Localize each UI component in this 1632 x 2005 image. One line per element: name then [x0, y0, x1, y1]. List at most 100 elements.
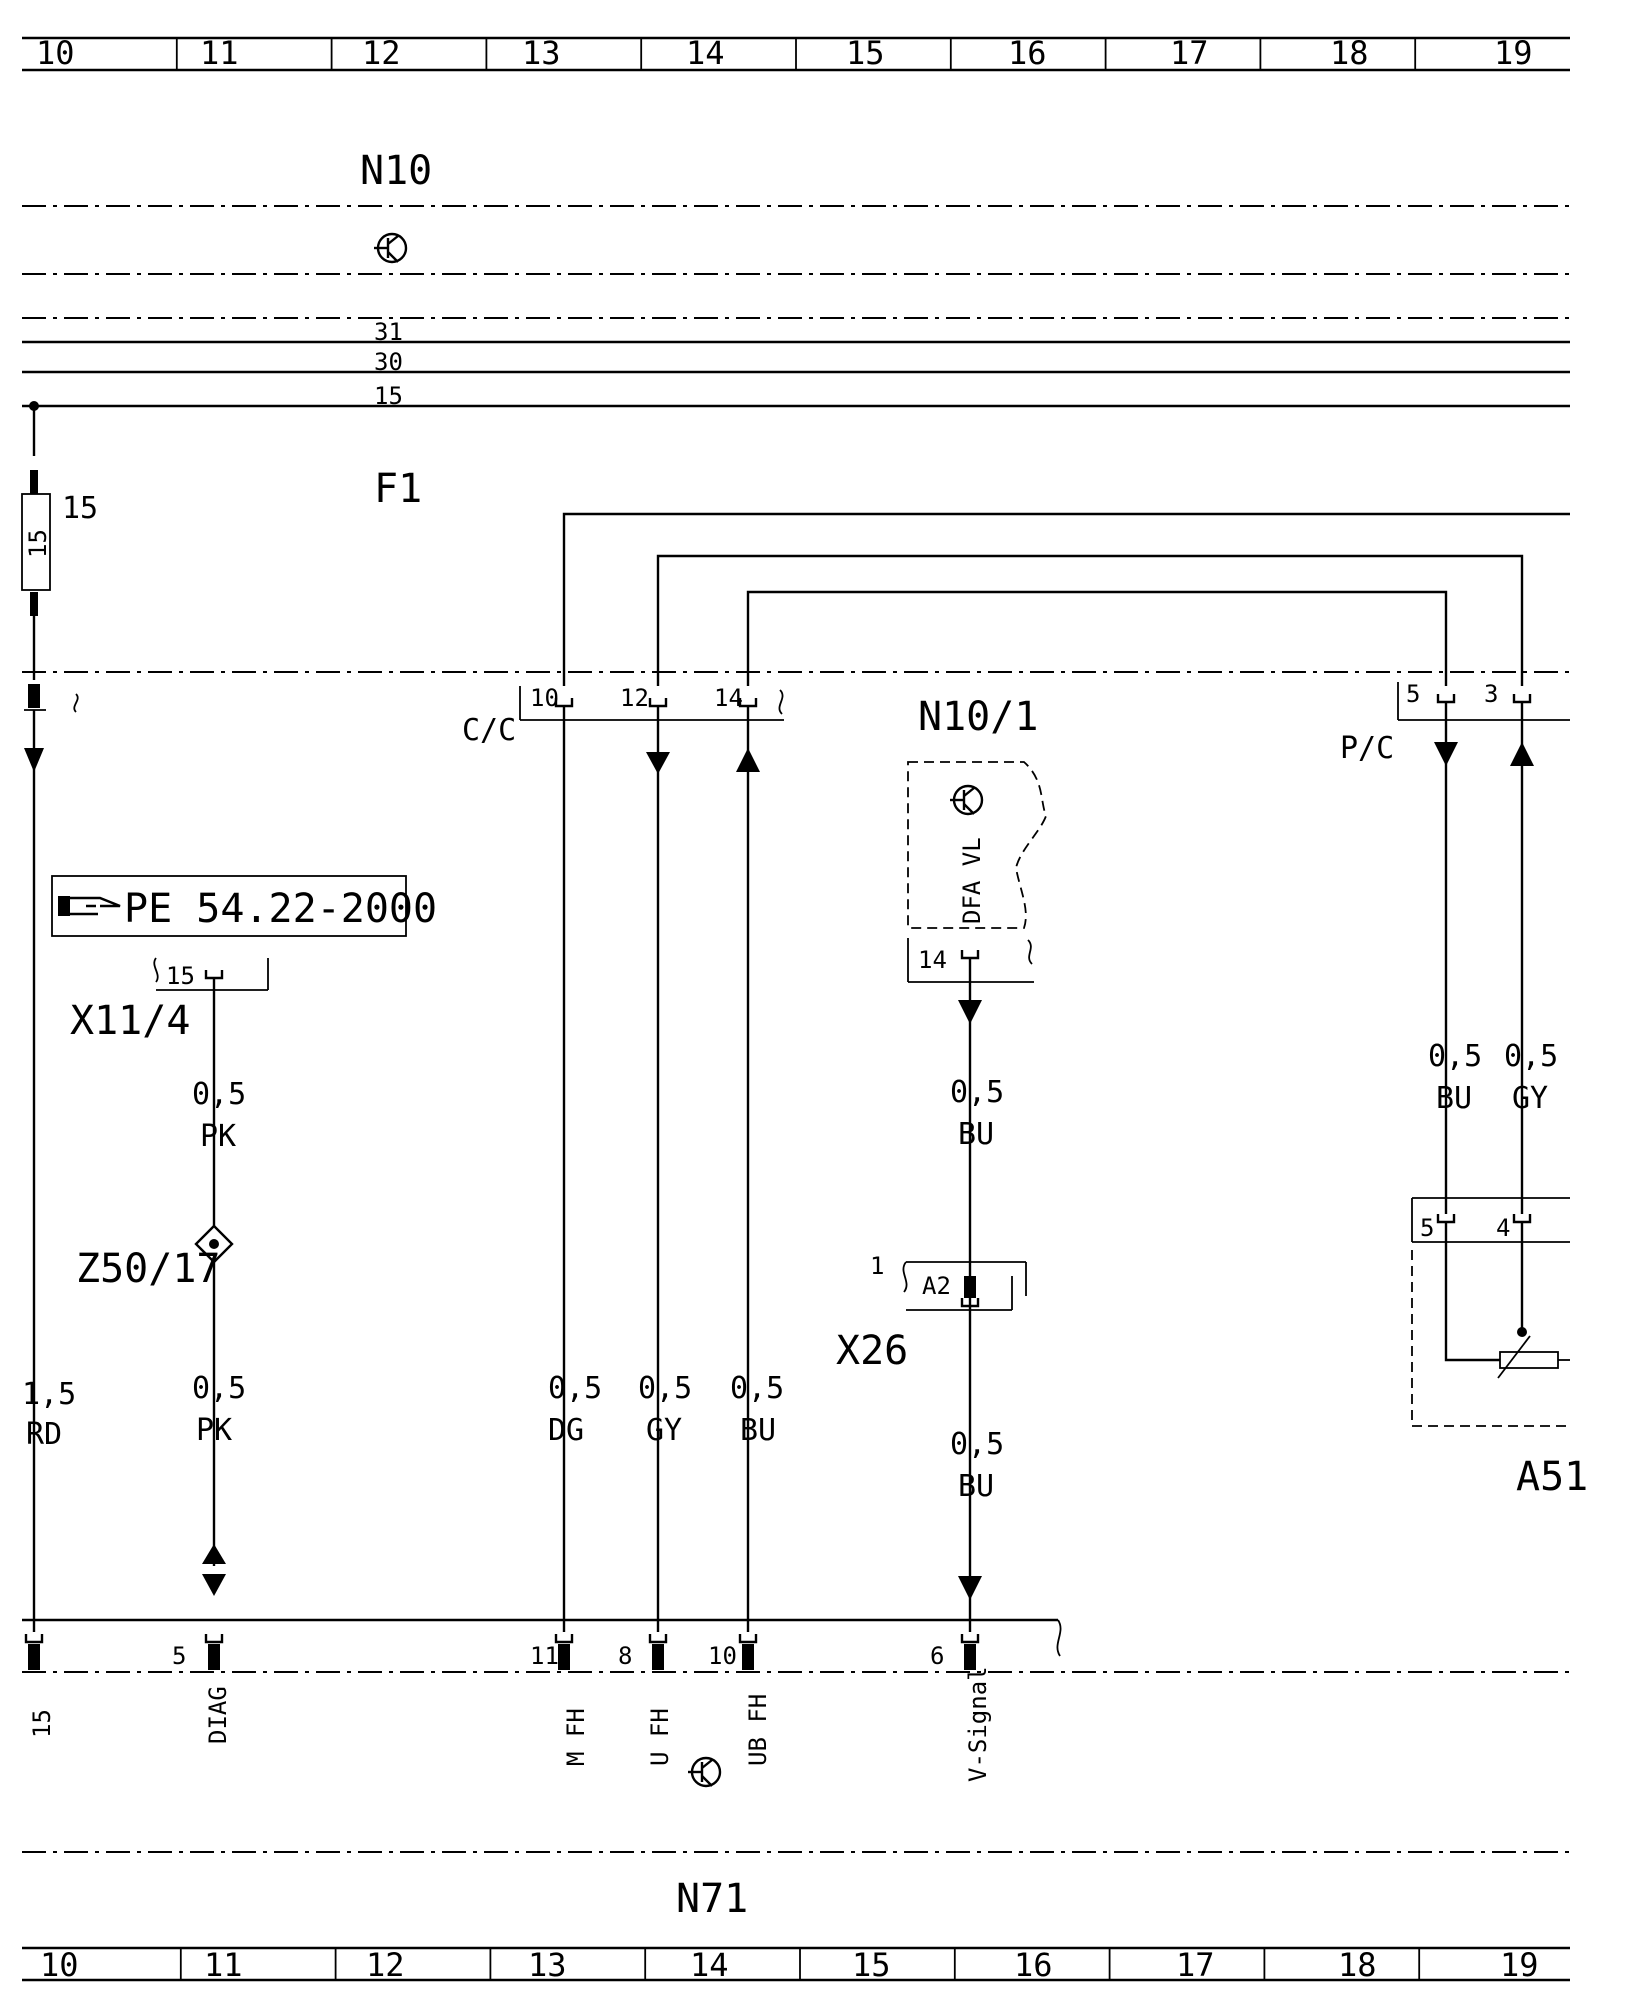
wire-gy-color: GY — [646, 1413, 682, 1448]
cc-pin-12: 12 — [620, 684, 649, 712]
grid-col-10: 10 — [36, 34, 75, 72]
n71-pin-name-15: 15 — [28, 1709, 56, 1738]
a51-label: A51 — [1516, 1454, 1588, 1500]
n71-pin-v-signal: 6 V-Signal — [930, 1634, 992, 1782]
wire-bu-size: 0,5 — [730, 1371, 784, 1406]
wire-pk-lower-color: PK — [196, 1413, 232, 1448]
pointing-hand-icon — [58, 896, 121, 916]
n71-pin-num-10: 10 — [708, 1642, 737, 1670]
f1-fuse-number: 15 — [62, 491, 98, 526]
n10-1-label: N10/1 — [918, 694, 1038, 740]
n71-pin-m-fh: 11 M FH — [530, 1634, 590, 1766]
x11-4-connector: 15 — [153, 957, 269, 991]
grid-col-bottom-11: 11 — [204, 1946, 243, 1984]
grid-col-bottom-10: 10 — [40, 1946, 79, 1984]
cc-connector: 10 12 14 — [519, 684, 784, 721]
x26-pin: 1 — [870, 1252, 884, 1280]
wire-n10-1-lower-color: BU — [958, 1469, 994, 1504]
cc-pin-14: 14 — [714, 684, 743, 712]
bus-label-30: 30 — [374, 348, 403, 376]
wire-gy-size: 0,5 — [638, 1371, 692, 1406]
n71-pin-diag: 5 DIAG — [172, 1634, 232, 1744]
wire-n10-1-upper-color: BU — [958, 1117, 994, 1152]
x26-label: X26 — [836, 1328, 908, 1374]
wire-pk-lower-size: 0,5 — [192, 1371, 246, 1406]
cc-pin-10: 10 — [530, 684, 559, 712]
wire-pk-upper-color: PK — [200, 1119, 236, 1154]
n10-transistor-icon — [374, 232, 408, 264]
f1-label: F1 — [374, 466, 422, 512]
wire-pk-upper-size: 0,5 — [192, 1077, 246, 1112]
grid-col-16: 16 — [1008, 34, 1047, 72]
grid-col-bottom-18: 18 — [1338, 1946, 1377, 1984]
x26-connector: 1 A2 — [870, 1252, 1027, 1311]
wire-a51-gy-size: 0,5 — [1504, 1039, 1558, 1074]
a51-component: 5 4 — [1411, 1197, 1570, 1427]
n71-pin-num-5: 5 — [172, 1642, 186, 1670]
z50-17-label: Z50/17 — [76, 1246, 221, 1292]
n10-1-pin: 14 — [918, 946, 947, 974]
pc-pin-5: 5 — [1406, 680, 1420, 708]
bus-label-31: 31 — [374, 318, 403, 346]
wire-a51-bu-color: BU — [1436, 1081, 1472, 1116]
wire-f1-color: RD — [26, 1417, 62, 1452]
n71-pin-ub-fh: 10 UB FH — [708, 1634, 772, 1766]
n10-label: N10 — [360, 148, 432, 194]
grid-col-13: 13 — [522, 34, 561, 72]
wire-dg-color: DG — [548, 1413, 584, 1448]
pc-connector: 5 3 — [1397, 680, 1570, 721]
f1-fuse: 15 — [21, 406, 52, 708]
reference-text: PE 54.22-2000 — [124, 886, 437, 932]
grid-col-17: 17 — [1170, 34, 1209, 72]
wire-a51-gy-color: GY — [1512, 1081, 1548, 1116]
grid-col-12: 12 — [362, 34, 401, 72]
pc-label: P/C — [1340, 731, 1394, 766]
grid-col-bottom-14: 14 — [690, 1946, 729, 1984]
cc-label: C/C — [462, 713, 516, 748]
n10-1-component: 14 DFA VL — [907, 761, 1047, 983]
grid-col-19: 19 — [1494, 34, 1533, 72]
grid-col-bottom-15: 15 — [852, 1946, 891, 1984]
grid-col-11: 11 — [200, 34, 239, 72]
grid-bar-bottom: 10 11 12 13 14 15 16 17 18 19 — [22, 1946, 1570, 1984]
grid-col-18: 18 — [1330, 34, 1369, 72]
a51-pin-4: 4 — [1496, 1214, 1510, 1242]
wire-route-bu-upper — [746, 590, 1448, 686]
n71-pin-num-11: 11 — [530, 1642, 559, 1670]
wire-route-gy-upper — [656, 554, 1524, 686]
wire-n10-1-upper-size: 0,5 — [950, 1075, 1004, 1110]
n71-pin-name-v-signal: V-Signal — [964, 1666, 992, 1782]
bus-label-15: 15 — [374, 382, 403, 410]
pc-pin-3: 3 — [1484, 680, 1498, 708]
x26-code: A2 — [922, 1272, 951, 1300]
grid-col-bottom-17: 17 — [1176, 1946, 1215, 1984]
wire-bu-color: BU — [740, 1413, 776, 1448]
a51-pin-5: 5 — [1420, 1214, 1434, 1242]
n71-pin-name-u-fh: U FH — [646, 1708, 674, 1766]
grid-bar-top: 10 11 12 13 14 15 16 17 18 19 — [22, 34, 1570, 72]
n71-pin-15: 15 — [24, 1634, 56, 1738]
x11-4-label: X11/4 — [70, 998, 190, 1044]
f1-fuse-rating: 15 — [24, 529, 52, 558]
wire-a51-bu-size: 0,5 — [1428, 1039, 1482, 1074]
n71-pin-name-diag: DIAG — [204, 1686, 232, 1744]
grid-col-15: 15 — [846, 34, 885, 72]
n71-pin-num-6: 6 — [930, 1642, 944, 1670]
n71-pin-name-m-fh: M FH — [562, 1708, 590, 1766]
grid-col-bottom-19: 19 — [1500, 1946, 1539, 1984]
grid-col-bottom-16: 16 — [1014, 1946, 1053, 1984]
grid-col-bottom-13: 13 — [528, 1946, 567, 1984]
wire-f1-rd — [24, 693, 79, 1632]
grid-col-bottom-12: 12 — [366, 1946, 405, 1984]
n71-pin-num-8: 8 — [618, 1642, 632, 1670]
wire-n10-1-lower-size: 0,5 — [950, 1427, 1004, 1462]
n10-1-transistor-icon — [950, 784, 984, 816]
wire-f1-size: 1,5 — [22, 1377, 76, 1412]
z50-17-splice-icon — [194, 1224, 234, 1264]
reference-box: PE 54.22-2000 — [51, 875, 437, 937]
wire-dg-size: 0,5 — [548, 1371, 602, 1406]
grid-col-14: 14 — [686, 34, 725, 72]
n71-pin-name-ub-fh: UB FH — [744, 1694, 772, 1766]
